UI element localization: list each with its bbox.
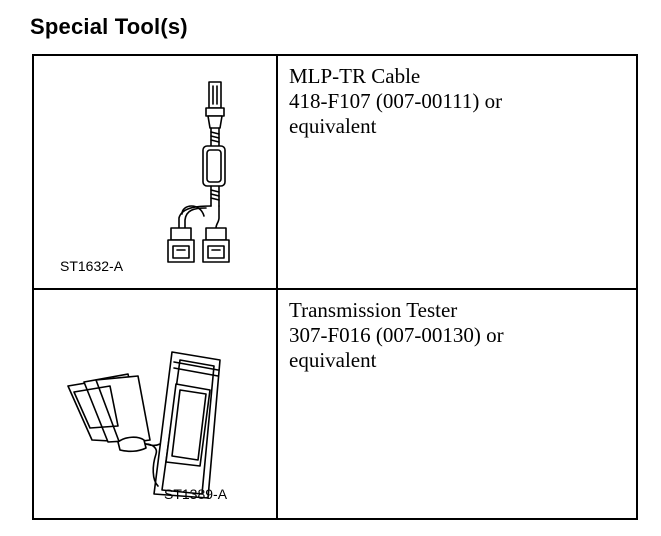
tool-description-cell: Transmission Tester 307-F016 (007-00130)…	[278, 290, 636, 518]
tool-equivalent-note: equivalent	[289, 348, 377, 372]
tool-name: Transmission Tester	[289, 298, 458, 322]
illustration-code: ST1389-A	[164, 486, 228, 502]
illustration-code: ST1632-A	[60, 258, 124, 274]
tool-part-number: 418-F107 (007-00111) or	[289, 89, 503, 113]
special-tools-table: ST1632-A MLP-TR Cable 418-F107 (007-0011…	[32, 54, 638, 520]
tool-description-cell: MLP-TR Cable 418-F107 (007-00111) or equ…	[278, 56, 636, 288]
mlp-tr-cable-icon	[167, 81, 230, 263]
tool-part-number: 307-F016 (007-00130) or	[289, 323, 504, 347]
transmission-tester-icon	[67, 351, 221, 499]
table-row: ST1389-A Transmission Tester 307-F016 (0…	[34, 290, 636, 518]
page-title: Special Tool(s)	[30, 14, 188, 39]
tool-equivalent-note: equivalent	[289, 114, 377, 138]
tool-illustration-cell: ST1632-A	[34, 56, 278, 288]
tool-illustration-cell: ST1389-A	[34, 290, 278, 518]
tool-name: MLP-TR Cable	[289, 64, 421, 88]
table-row: ST1632-A MLP-TR Cable 418-F107 (007-0011…	[34, 56, 636, 290]
